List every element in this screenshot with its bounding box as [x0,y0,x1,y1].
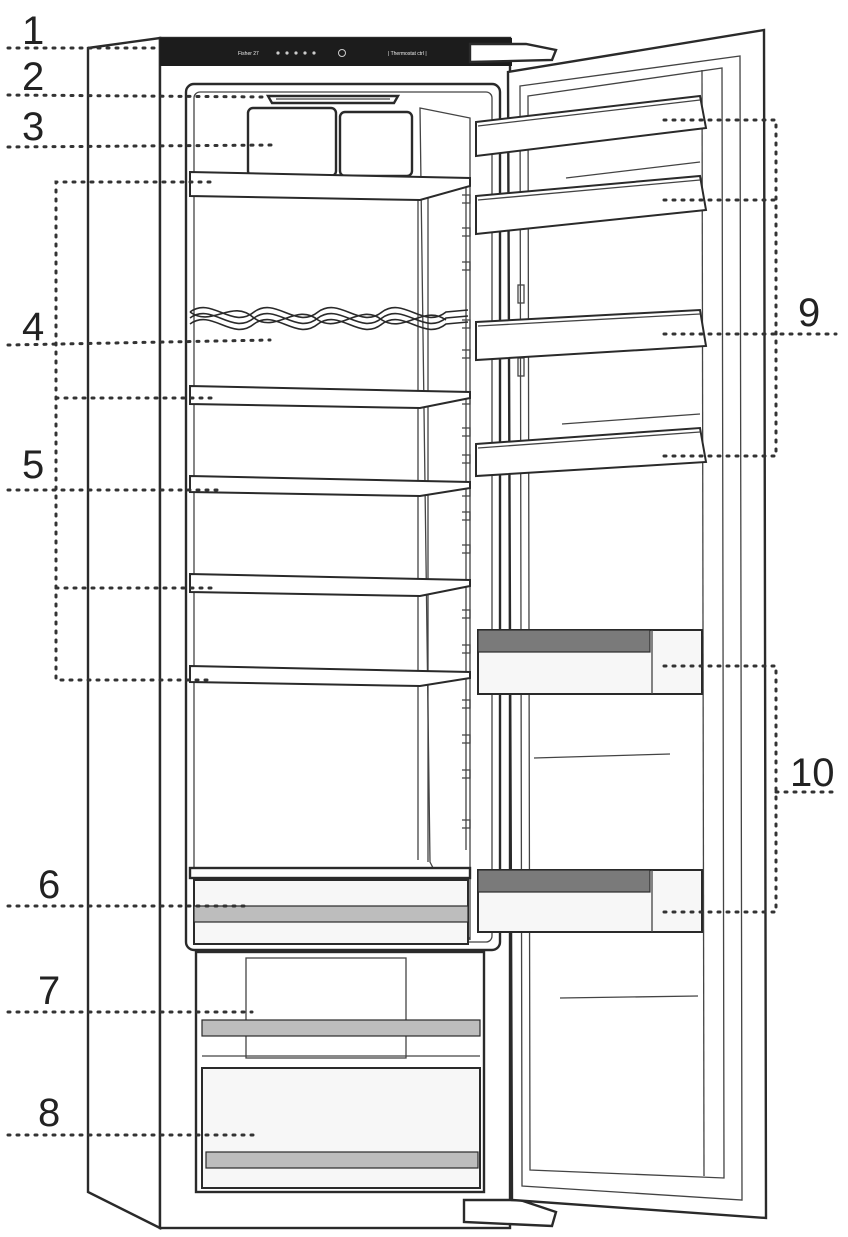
crisper-drawer-upper [188,866,472,945]
lower-compartment-back [245,957,407,1059]
door-shelf [475,174,708,236]
lower-drawer [201,1067,481,1189]
control-button [312,51,316,55]
leader-5-bracket [54,180,212,682]
cabinet-inner-side [419,107,471,941]
shelf-support-rails [417,180,467,862]
callout-7: 7 [38,969,60,1013]
callout-2: 2 [22,55,44,99]
callout-1: 1 [22,9,44,53]
door-bin-stripe [477,869,651,893]
control-button [294,51,298,55]
control-panel-buttons [276,49,346,57]
control-button [285,51,289,55]
cabinet-interior [184,82,502,952]
air-vent-cover [246,106,414,178]
crisper-drawer-stripe [193,905,469,923]
wine-rack [189,306,469,331]
door-inner-liner [519,55,743,1201]
cabinet-side-wall [86,36,162,1230]
control-button [303,51,307,55]
glass-shelves [189,170,471,688]
control-panel-brand: Fisher 27 [238,51,259,57]
callout-8: 8 [38,1091,60,1135]
glass-shelf [189,170,471,202]
callout-4: 4 [22,305,44,349]
vent-panel-left [246,106,338,178]
control-panel-strip [160,38,512,66]
door-inner-panel [527,67,725,1179]
door-bin-stripe [477,629,651,653]
control-panel: Fisher 27 | Thermostat ctrl | [160,38,512,66]
door-shelf [475,426,708,478]
leader-3 [6,143,278,149]
callout-3: 3 [22,105,44,149]
callout-5: 5 [22,443,44,487]
leader-10-bracket [662,664,778,914]
hinges [462,42,558,1228]
leader-lines [6,46,838,1137]
vent-panel-right [338,110,414,178]
door-shelves [475,94,708,478]
crisper-cover-plate [188,866,472,880]
control-button [276,51,280,55]
glass-shelf [189,384,471,410]
shelf-support-hooks [462,194,471,829]
door-bins [477,629,703,933]
lower-drawer-handle-upper [201,1019,481,1037]
door-shelf [475,94,708,158]
leader-9-bracket [662,118,778,458]
callout-6: 6 [38,863,60,907]
hinge-bottom [462,1198,558,1228]
power-icon [338,49,346,57]
control-panel-mode: | Thermostat ctrl | [388,51,427,57]
interior-light [265,94,401,105]
callout-9: 9 [798,291,820,335]
hinge-top [468,42,558,64]
leader-4 [6,338,272,347]
callout-numbers: 1 2 3 4 5 6 7 8 9 10 [22,9,835,1135]
lower-compartment [194,950,486,1194]
lower-drawer-handle [205,1151,479,1169]
callout-10: 10 [790,751,835,795]
leader-2 [6,93,270,99]
